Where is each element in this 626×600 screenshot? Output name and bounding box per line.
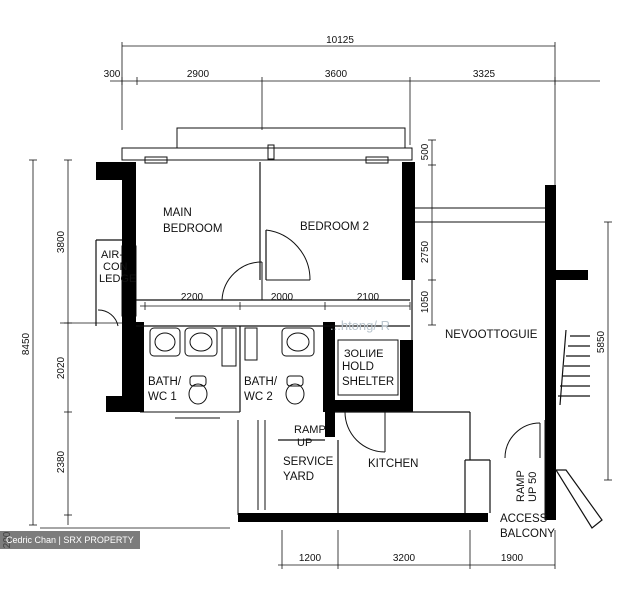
- credit-badge: Cedric Chan | SRX PROPERTY: [0, 531, 140, 549]
- dim-left-1: 3800: [56, 230, 67, 253]
- room-kitchen: KITCHEN: [368, 458, 418, 470]
- room-shelter-2: HOLD: [342, 361, 374, 373]
- watermark: ...htong/ R: [330, 318, 390, 333]
- door-swings: [97, 229, 546, 520]
- room-bath1-2: WC 1: [148, 391, 177, 403]
- dim-top-3: 3600: [325, 69, 348, 80]
- dim-right-long: 5850: [596, 330, 607, 353]
- dim-left-3: 2380: [56, 450, 67, 473]
- dim-top-1: 300: [104, 69, 121, 80]
- dim-left-2: 2020: [56, 356, 67, 379]
- room-main-bedroom-2: BEDROOM: [163, 223, 222, 235]
- room-ramp2-2: UP 50: [527, 472, 539, 502]
- dimension-lines: [29, 42, 612, 569]
- room-shelter-1: ЗОLІИE: [344, 348, 384, 360]
- dim-right-mid-1: 2750: [420, 240, 431, 263]
- room-bath2-2: WC 2: [244, 391, 273, 403]
- room-access-2: BALCONY: [500, 528, 555, 540]
- dim-inner-2: 2000: [271, 292, 294, 303]
- dim-right-top: 500: [420, 143, 431, 160]
- room-ramp1-2: UP: [297, 437, 312, 449]
- dim-inner-3: 2100: [357, 292, 380, 303]
- dim-top-4: 3325: [473, 69, 496, 80]
- dimension-labels: 10125 300 2900 3600 3325 500 2750 1050 5…: [2, 35, 607, 564]
- dim-top-2: 2900: [187, 69, 210, 80]
- walls: [96, 162, 588, 522]
- room-living: NEVOOTTOGUIE: [445, 329, 538, 341]
- room-bedroom-2: BEDROOM 2: [300, 221, 369, 233]
- dim-top-total: 10125: [326, 35, 354, 46]
- balcony-wall: [554, 329, 603, 529]
- room-aircon-1: AIR-: [101, 249, 123, 261]
- room-bath2-1: BATH/: [244, 376, 278, 388]
- room-access-1: ACCESS: [500, 513, 548, 525]
- room-service-2: YARD: [283, 471, 314, 483]
- dim-left-total: 8450: [21, 332, 32, 355]
- dim-bottom-3: 1900: [501, 553, 524, 564]
- room-labels: MAIN BEDROOM BEDROOM 2 AIR- CON LEDGE NE…: [99, 207, 555, 540]
- dim-right-mid-2: 1050: [420, 290, 431, 313]
- dim-bottom-1: 1200: [299, 553, 322, 564]
- room-ramp2-1: RAMP: [515, 470, 527, 502]
- room-aircon-3: LEDGE: [99, 273, 136, 285]
- room-main-bedroom-1: MAIN: [163, 207, 192, 219]
- room-shelter-3: SHELTER: [342, 376, 394, 388]
- room-ramp1-1: RAMP: [294, 424, 326, 436]
- partitions: [95, 162, 491, 513]
- room-bath1-1: BATH/: [148, 376, 182, 388]
- room-service-1: SERVICE: [283, 456, 334, 468]
- dim-bottom-2: 3200: [393, 553, 416, 564]
- room-aircon-2: CON: [103, 261, 128, 273]
- dim-inner-1: 2200: [181, 292, 204, 303]
- bathroom-fixtures: [149, 327, 399, 405]
